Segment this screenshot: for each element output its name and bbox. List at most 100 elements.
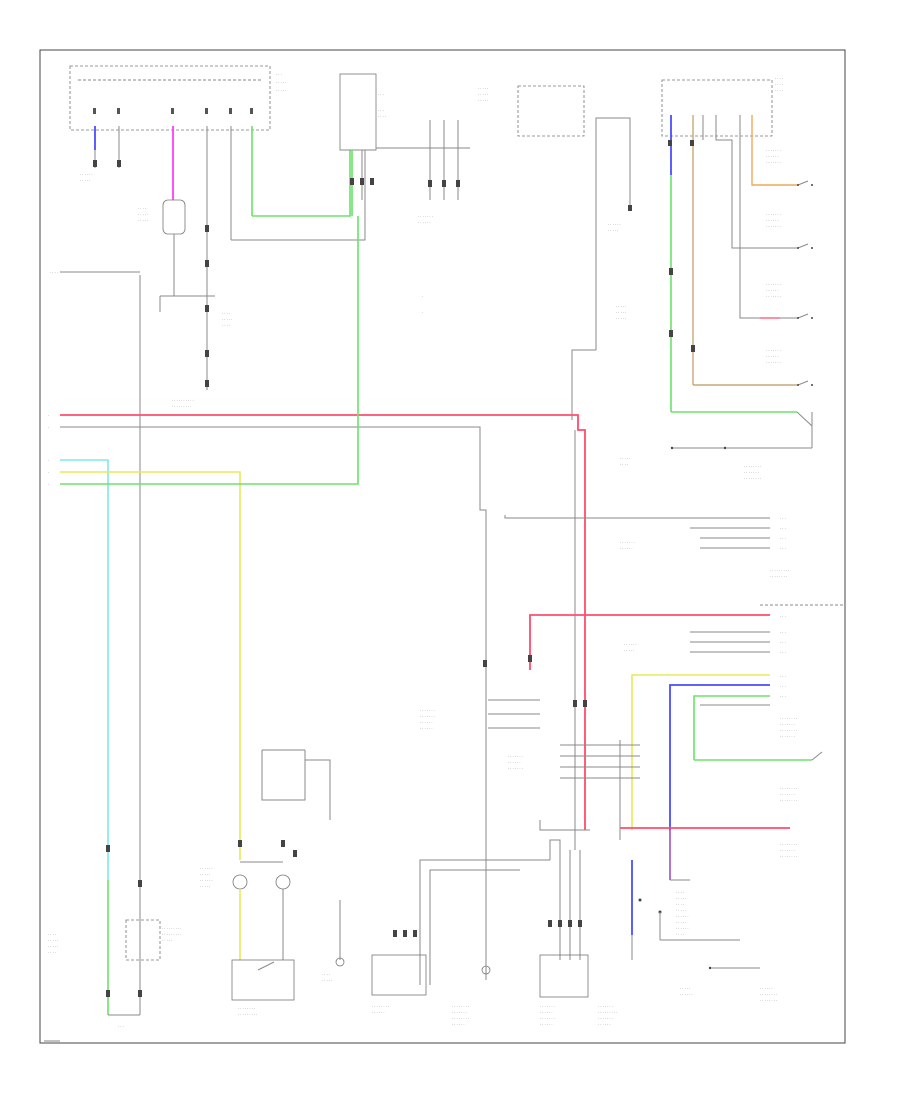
svg-text:· · · ·: · · · · xyxy=(775,77,783,81)
svg-text:· · · · · · · · ·: · · · · · · · · · xyxy=(172,405,191,409)
svg-text:· · ·: · · · xyxy=(780,685,786,689)
svg-text:· · · · · · ·: · · · · · · · xyxy=(420,715,435,719)
svg-text:· · · · ·: · · · · · xyxy=(322,979,332,983)
svg-text:· · · · · · · · · ·: · · · · · · · · · · xyxy=(172,399,194,403)
svg-text:· · · · ·: · · · · · xyxy=(676,909,686,913)
svg-text:· · · · · ·: · · · · · · xyxy=(760,987,773,991)
svg-text:· · · ·: · · · · xyxy=(620,463,628,467)
lamp-switch-4: · · · · · · ·· · · · · ·· · · · · · · xyxy=(766,349,813,386)
diagram-frame xyxy=(39,49,846,1044)
svg-text:· · · ·: · · · · xyxy=(775,83,783,87)
svg-text:· · ·: · · · xyxy=(378,109,384,113)
svg-text:· · · · ·: · · · · · xyxy=(138,213,148,217)
svg-text:· · · · · · ·: · · · · · · · xyxy=(598,1005,613,1009)
svg-text:· · · ·: · · · · xyxy=(50,271,58,275)
steering-sensor: · · · · · · · · · · · · · · · · · · · · ·… xyxy=(598,860,740,1027)
sensor-unit-center: · · · · · · ·· · · · · · · · · · · · · xyxy=(508,700,640,779)
svg-text:· · · · · · · ·: · · · · · · · · xyxy=(760,993,777,997)
svg-text:· · · ·: · · · · xyxy=(775,89,783,93)
svg-text:· · · · · ·: · · · · · · xyxy=(766,155,779,159)
svg-text:· · · · ·: · · · · · xyxy=(48,945,58,949)
svg-text:· · · · · · · ·: · · · · · · · · xyxy=(770,575,787,579)
svg-text:· · · · · · ·: · · · · · · · xyxy=(766,361,781,365)
svg-text:· · · · · ·: · · · · · · xyxy=(680,993,693,997)
svg-text:· · · · · · ·: · · · · · · · xyxy=(766,225,781,229)
svg-text:· · · · ·: · · · · · xyxy=(624,649,634,653)
svg-text:· · ·: · · · xyxy=(118,1025,124,1029)
svg-text:· · · · · · ·: · · · · · · · xyxy=(418,215,433,219)
svg-text:· · · ·: · · · · xyxy=(676,903,684,907)
svg-text:· · · · ·: · · · · · xyxy=(608,229,618,233)
svg-text:· · · ·: · · · · xyxy=(222,324,230,328)
svg-text:·: · xyxy=(48,426,49,430)
svg-text:· · · · · · · · ·: · · · · · · · · · xyxy=(238,1013,257,1017)
svg-text:· · · · · ·: · · · · · · xyxy=(420,727,433,731)
svg-text:· · · · ·: · · · · · xyxy=(222,318,232,322)
svg-text:· · · · · · ·: · · · · · · · xyxy=(508,767,523,771)
svg-text:· · · ·: · · · · xyxy=(676,933,684,937)
svg-text:· · · ·: · · · · xyxy=(676,891,684,895)
svg-text:· · ·: · · · xyxy=(780,641,786,645)
svg-text:· · · · · ·: · · · · · · xyxy=(540,1011,553,1015)
svg-text:· · ·: · · · xyxy=(780,651,786,655)
svg-text:· · · ·: · · · · xyxy=(322,973,330,977)
svg-text:· · · · ·: · · · · · xyxy=(616,311,626,315)
svg-text:· · · · ·: · · · · · xyxy=(200,873,210,877)
svg-text:· · · · · · · · ·: · · · · · · · · · xyxy=(598,1011,617,1015)
svg-text:· · ·: · · · xyxy=(780,537,786,541)
svg-text:· · · · · · ·: · · · · · · · xyxy=(620,541,635,545)
svg-text:· · · · · ·: · · · · · · xyxy=(676,915,689,919)
relay-lower: · · · · · · · · · · · · · · xyxy=(371,859,550,1015)
svg-text:· · · ·: · · · · xyxy=(378,115,386,119)
svg-text:· · · · · ·: · · · · · · xyxy=(598,1023,611,1027)
svg-text:· · · · · · · · ·: · · · · · · · · · xyxy=(162,927,181,931)
svg-text:· · · · · · ·: · · · · · · · xyxy=(766,283,781,287)
svg-text:·: · xyxy=(422,311,423,315)
svg-text:· · · · · · ·: · · · · · · · xyxy=(420,709,435,713)
svg-text:· · · · · · ·: · · · · · · · xyxy=(452,1011,467,1015)
center-switch: · · · · · · · · · · · · · · · xyxy=(478,85,585,137)
svg-text:· · · · ·: · · · · · xyxy=(680,987,690,991)
svg-text:· · · · · · · ·: · · · · · · · · xyxy=(452,1017,469,1021)
svg-text:· · · ·: · · · · xyxy=(48,933,56,937)
svg-text:·: · xyxy=(48,459,49,463)
svg-text:· · ·: · · · xyxy=(780,695,786,699)
lamp-switch-5: · · · · · · · ·· · · · · · ·· · · · · · … xyxy=(620,411,813,481)
svg-text:· · · · ·: · · · · · xyxy=(48,939,58,943)
svg-text:· · · · · ·: · · · · · · xyxy=(372,1011,385,1015)
svg-text:· · · · · · ·: · · · · · · · xyxy=(540,1005,555,1009)
svg-text:· · · ·: · · · · xyxy=(48,951,56,955)
svg-text:· · · · · · ·: · · · · · · · xyxy=(766,149,781,153)
svg-text:·: · xyxy=(48,483,49,487)
combo-switch: · · · · · · · · · · · · · · · · · · · · ·… xyxy=(200,749,331,1017)
svg-text:· · · · ·: · · · · · xyxy=(616,305,626,309)
svg-text:· · · · · ·: · · · · · · xyxy=(608,223,621,227)
svg-text:· · · · ·: · · · · · xyxy=(200,885,210,889)
svg-text:· · · · · ·: · · · · · · xyxy=(452,1023,465,1027)
svg-text:· · · · · · ·: · · · · · · · xyxy=(780,793,795,797)
svg-text:· · · · · ·: · · · · · · xyxy=(80,173,93,177)
ground-center: · · · · · · · · · xyxy=(322,900,345,983)
lamp-switch-2: · · · · · · ·· · · · · ·· · · · · · · xyxy=(766,213,813,249)
svg-text:· · · · ·: · · · · · xyxy=(478,93,488,97)
multiplex-unit: · · · · · · · · · · · · · · · · · · · · · … xyxy=(504,430,789,850)
svg-text:· · · · · · · ·: · · · · · · · · xyxy=(780,799,797,803)
svg-text:· · · · · · ·: · · · · · · · xyxy=(780,723,795,727)
svg-text:· · · · · · · ·: · · · · · · · · xyxy=(452,1005,469,1009)
svg-text:· · ·: · · · xyxy=(276,73,282,77)
svg-text:· · ·: · · · xyxy=(780,517,786,521)
lamp-switch-1: · · · · · · ·· · · · · ·· · · · · · · xyxy=(766,149,813,186)
relay-module: · · · · · · · · · · · · · xyxy=(376,120,470,225)
svg-text:· · · · · ·: · · · · · · xyxy=(200,867,213,871)
svg-text:· · ·: · · · xyxy=(780,631,786,635)
svg-text:· · · · · · · ·: · · · · · · · · xyxy=(238,1007,255,1011)
svg-text:· · · · · ·: · · · · · · xyxy=(766,289,779,293)
svg-text:· · · · · · · · ·: · · · · · · · · · xyxy=(770,569,789,573)
lamp-lower: · · · · · · · · · · · · · · · · · · · · · … xyxy=(680,966,777,1003)
svg-text:· · · · · ·: · · · · · · xyxy=(624,643,637,647)
svg-text:· · ·: · · · xyxy=(780,527,786,531)
right-top-controller: · · · · · · · · · · · · xyxy=(661,77,783,137)
svg-text:· · · · · · · ·: · · · · · · · · xyxy=(780,729,797,733)
svg-text:· · · · · ·: · · · · · · xyxy=(766,219,779,223)
svg-text:· · · · ·: · · · · · xyxy=(80,179,90,183)
